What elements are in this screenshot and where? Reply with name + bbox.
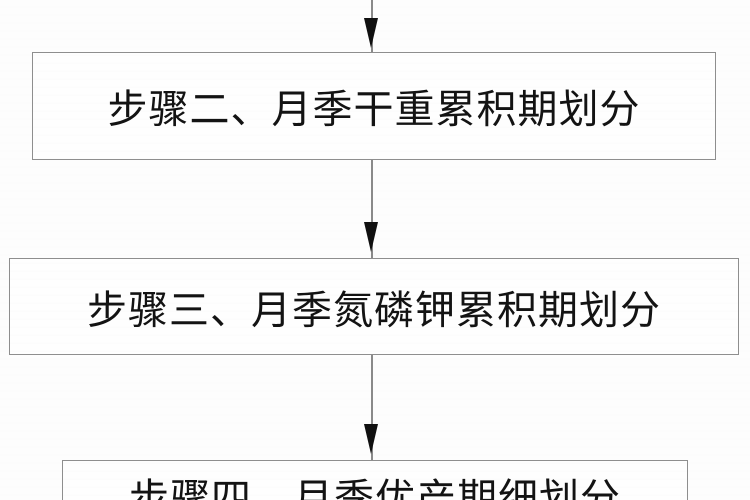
connector-step-three-to-step-four-arrowhead xyxy=(364,424,378,454)
connector-top-to-step-two-arrowhead xyxy=(364,18,378,48)
connector-step-two-to-step-three-line xyxy=(371,160,373,258)
connector-step-three-to-step-four-line xyxy=(371,355,373,460)
flowchart-node-step-four[interactable]: 步骤四、月季优产期细划分 xyxy=(62,460,688,500)
flowchart-node-step-two-label: 步骤二、月季干重累积期划分 xyxy=(107,87,641,133)
flowchart-node-step-four-label: 步骤四、月季优产期细划分 xyxy=(129,476,621,500)
connector-step-two-to-step-three-arrowhead xyxy=(364,222,378,252)
flowchart-node-step-three[interactable]: 步骤三、月季氮磷钾累积期划分 xyxy=(9,258,739,355)
flowchart-node-step-three-label: 步骤三、月季氮磷钾累积期划分 xyxy=(87,287,661,334)
flowchart-node-step-two[interactable]: 步骤二、月季干重累积期划分 xyxy=(32,52,716,160)
